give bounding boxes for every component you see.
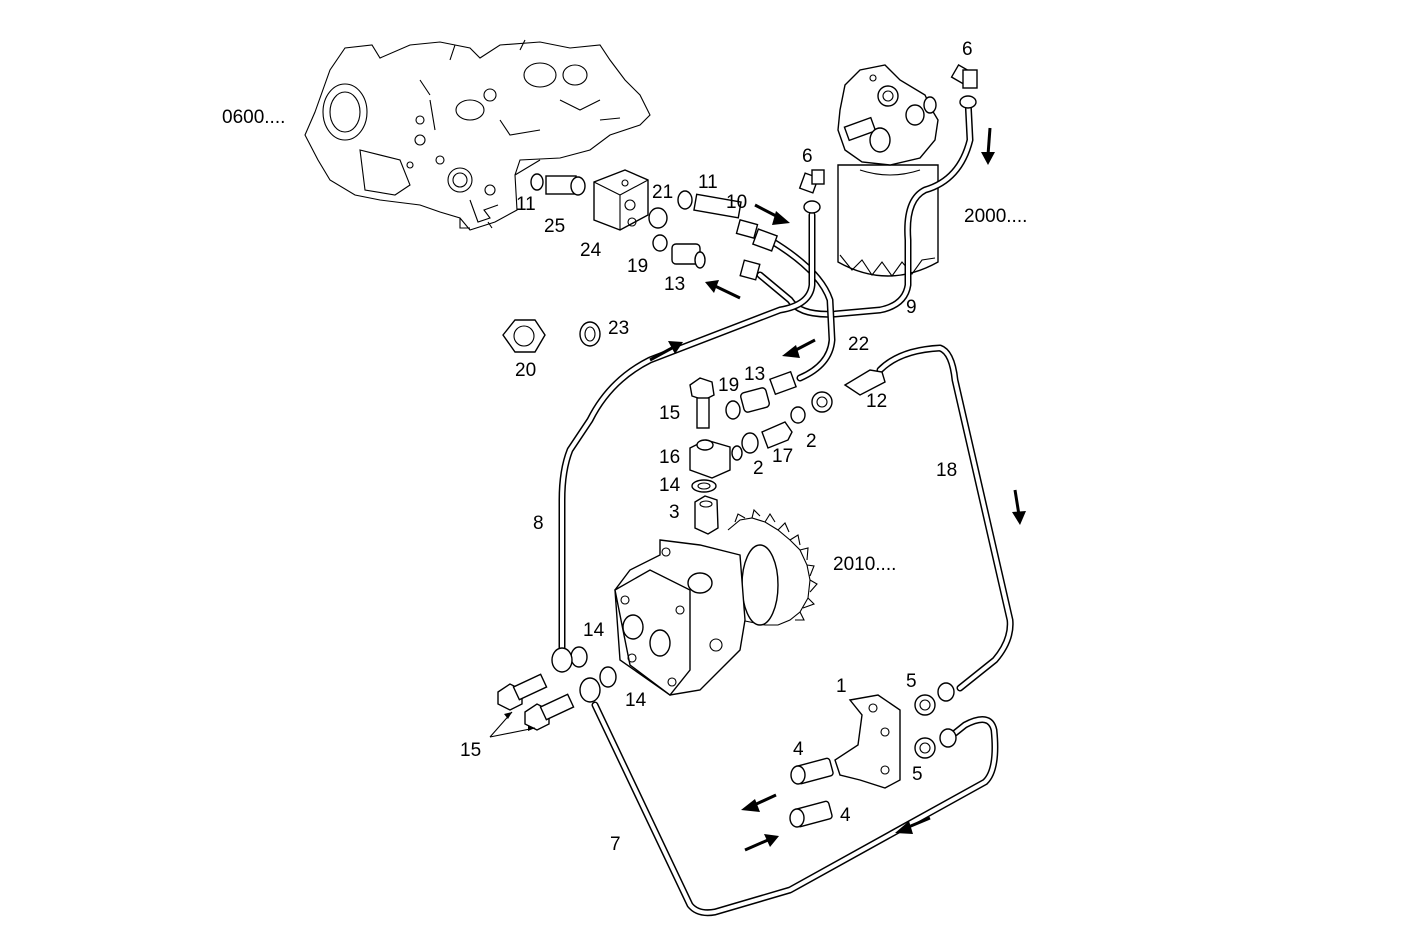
callout-1: 1 — [836, 676, 847, 697]
callout-20: 20 — [515, 360, 536, 381]
arrow-down-line-18 — [1012, 489, 1026, 525]
arrow-right-line-4-bottom — [744, 834, 779, 852]
arrow-down-filter — [981, 127, 995, 165]
callout-11: 11 — [516, 194, 536, 215]
callout-12: 12 — [866, 391, 887, 412]
ref-filter: 2000.... — [964, 206, 1027, 227]
fittings — [497, 63, 978, 828]
callout-5: 5 — [912, 764, 923, 785]
callout-15: 15 — [659, 403, 680, 424]
callout-13: 13 — [744, 364, 765, 385]
callout-22: 22 — [848, 334, 869, 355]
pump-drawing — [614, 508, 818, 696]
callout-2: 2 — [753, 458, 764, 479]
arrow-line-22 — [782, 338, 816, 358]
callout-19: 19 — [627, 256, 648, 277]
arrow-from-filter — [705, 280, 741, 300]
ref-pump: 2010.... — [833, 554, 896, 575]
pipe-lines — [558, 96, 1014, 917]
engine-block-drawing — [304, 39, 651, 231]
callout-9: 9 — [906, 297, 917, 318]
callout-14: 14 — [583, 620, 605, 641]
callout-14: 14 — [625, 690, 647, 711]
callout-16: 16 — [659, 447, 680, 468]
arrow-left-line-7 — [895, 816, 931, 834]
callout-10: 10 — [726, 192, 747, 213]
callout-7: 7 — [610, 834, 621, 855]
callout-21: 21 — [652, 182, 673, 203]
callout-25: 25 — [544, 216, 565, 237]
fuel-filter-drawing — [837, 64, 939, 277]
callout-4: 4 — [793, 739, 804, 760]
callout-6: 6 — [802, 146, 813, 167]
ref-engine: 0600.... — [222, 107, 285, 128]
callout-17: 17 — [772, 446, 793, 467]
callout-4: 4 — [840, 805, 851, 826]
reference-labels: 0600.... 2000.... 2010.... — [222, 107, 1027, 575]
callout-23: 23 — [608, 318, 629, 339]
arrow-left-line-4-top — [741, 793, 777, 812]
leader-lines — [489, 711, 536, 738]
callout-5: 5 — [906, 671, 917, 692]
callout-numbers: 6 6 11 25 24 21 11 10 19 13 9 23 20 22 1… — [460, 39, 973, 855]
arrow-to-filter — [754, 203, 790, 225]
arrow-up-line-8 — [649, 341, 683, 362]
callout-24: 24 — [580, 240, 602, 261]
callout-8: 8 — [533, 513, 544, 534]
flow-arrows — [649, 127, 1026, 852]
callout-11: 11 — [698, 172, 718, 193]
callout-18: 18 — [936, 460, 957, 481]
callout-6: 6 — [962, 39, 973, 60]
callout-2: 2 — [806, 431, 817, 452]
callout-3: 3 — [669, 502, 680, 523]
callout-19: 19 — [718, 375, 739, 396]
callout-14: 14 — [659, 475, 681, 496]
callout-15: 15 — [460, 740, 481, 761]
callout-13: 13 — [664, 274, 685, 295]
